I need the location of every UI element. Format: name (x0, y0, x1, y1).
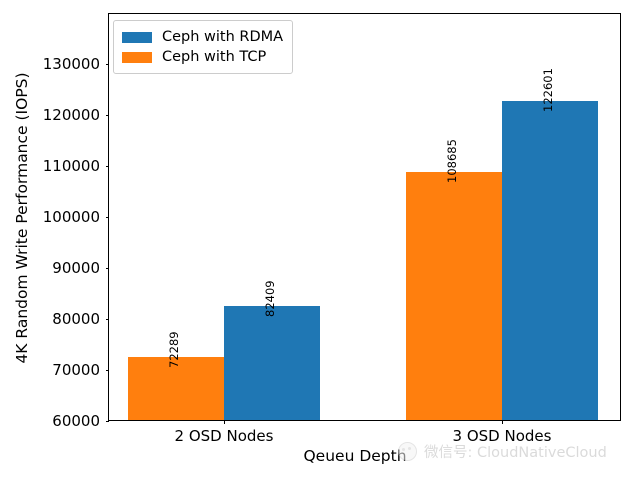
y-tick-mark (105, 64, 109, 65)
legend: Ceph with RDMA Ceph with TCP (113, 20, 294, 74)
y-tick-mark (105, 370, 109, 371)
y-tick-mark (105, 166, 109, 167)
y-tick-label: 100000 (42, 208, 100, 226)
legend-item-rdma: Ceph with RDMA (122, 27, 283, 47)
y-tick-label: 60000 (52, 412, 100, 430)
legend-label-tcp: Ceph with TCP (162, 49, 267, 65)
y-tick-label: 90000 (52, 259, 100, 277)
bar-tcp-3-osd-nodes (406, 172, 502, 420)
bar-tcp-2-osd-nodes (128, 357, 224, 420)
bar-value-label-rdma-2-osd-nodes: 82409 (263, 280, 277, 317)
y-tick-mark (105, 268, 109, 269)
y-tick-label: 120000 (42, 106, 100, 124)
y-tick-label-group: 60000 70000 80000 90000 100000 110000 12… (0, 0, 104, 480)
x-tick-label-2-osd-nodes: 2 OSD Nodes (174, 427, 274, 445)
y-tick-mark (105, 421, 109, 422)
legend-swatch-icon-rdma (122, 31, 152, 43)
y-tick-label: 130000 (42, 55, 100, 73)
x-tick-mark (502, 420, 503, 424)
y-tick-mark (105, 217, 109, 218)
y-tick-label: 70000 (52, 361, 100, 379)
y-tick-mark (105, 319, 109, 320)
bar-value-label-tcp-2-osd-nodes: 72289 (167, 331, 181, 368)
y-tick-label: 80000 (52, 310, 100, 328)
legend-swatch-icon-tcp (122, 51, 152, 63)
legend-label-rdma: Ceph with RDMA (162, 29, 284, 45)
plot-area: 72289 82409 108685 122601 Ceph with RDMA… (105, 13, 621, 424)
bar-value-label-tcp-3-osd-nodes: 108685 (445, 139, 459, 183)
legend-item-tcp: Ceph with TCP (122, 47, 283, 67)
x-tick-mark (224, 420, 225, 424)
x-tick-label-3-osd-nodes: 3 OSD Nodes (452, 427, 552, 445)
bar-rdma-3-osd-nodes (502, 101, 598, 420)
x-axis-label: Qeueu Depth (303, 447, 407, 465)
y-tick-mark (105, 115, 109, 116)
y-tick-label: 110000 (42, 157, 100, 175)
bar-value-label-rdma-3-osd-nodes: 122601 (541, 68, 555, 112)
bar-rdma-2-osd-nodes (224, 306, 320, 420)
